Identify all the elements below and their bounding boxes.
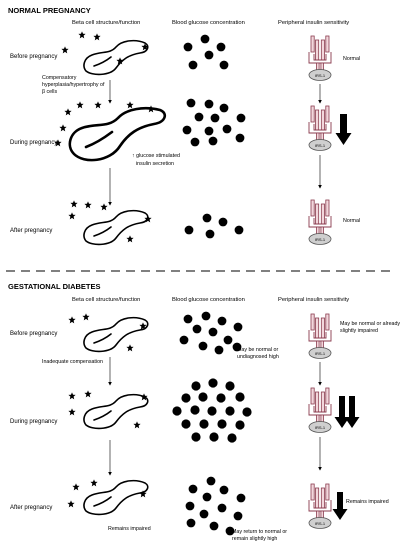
glucose-stimulated-text-2: insulin secretion (136, 161, 174, 167)
section-title-gdm: GESTATIONAL DIABETES (8, 282, 101, 291)
pancreas-during-gdm (68, 390, 149, 430)
row-before-gdm: Before pregnancy (10, 331, 57, 337)
header-glucose-gdm: Blood glucose concentration (172, 297, 245, 303)
section-title-normal: NORMAL PREGNANCY (8, 6, 91, 15)
insulin-receptor-before-gdm: IRS-1 (308, 313, 332, 359)
insulin-receptor-during-normal: IRS-1 (308, 105, 332, 151)
svg-text:IRS-1: IRS-1 (315, 143, 326, 148)
glucose-dots-before-gdm (179, 311, 243, 355)
down-arrow-after-gdm-icon (332, 492, 348, 520)
glucose-dots-after-normal (184, 213, 244, 239)
glucose-note-before-gdm-2: undiagnosed high (237, 354, 279, 360)
row-after-gdm: After pregnancy (10, 505, 52, 511)
insulin-receptor-after-normal: IRS-1 (308, 199, 332, 245)
double-down-arrow-icon (334, 396, 360, 428)
insulin-receptor-during-gdm: IRS-1 (308, 387, 332, 433)
glucose-stimulated-text-1: ↑ glucose stimulated (132, 153, 180, 159)
header-glucose-normal: Blood glucose concentration (172, 20, 245, 26)
compensatory-text-1: Compensatory (42, 75, 77, 81)
remains-impaired-beta: Remains impaired (108, 526, 151, 532)
glucose-dots-after-gdm (185, 476, 246, 536)
sensitivity-after-gdm: Remains impaired (346, 499, 389, 505)
pancreas-after-gdm (67, 479, 149, 516)
pancreas-during-normal (54, 101, 167, 162)
pancreas-after-normal (68, 200, 152, 246)
pancreas-before-gdm (68, 313, 149, 353)
glucose-dots-before-normal (183, 34, 229, 70)
svg-text:IRS-1: IRS-1 (315, 237, 326, 242)
sensitivity-before-gdm-1: May be normal or already (340, 321, 400, 327)
insulin-receptor-before-normal: IRS-1 (308, 35, 332, 81)
glucose-note-after-gdm-2: remain slightly high (232, 536, 277, 542)
svg-text:IRS-1: IRS-1 (315, 73, 326, 78)
compensatory-text-3: β cells (42, 89, 57, 95)
header-beta-gdm: Beta cell structure/function (72, 297, 140, 303)
svg-text:IRS-1: IRS-1 (315, 425, 326, 430)
glucose-dots-during-normal (182, 98, 246, 147)
inadequate-compensation-text: Inadequate compensation (42, 359, 103, 365)
sensitivity-before-normal: Normal (343, 56, 360, 62)
svg-text:IRS-1: IRS-1 (315, 521, 326, 526)
glucose-note-after-gdm-1: May return to normal or (232, 529, 287, 535)
header-insulin-gdm: Peripheral insulin sensitivity (278, 297, 349, 303)
row-after-normal: After pregnancy (10, 228, 52, 234)
row-before-normal: Before pregnancy (10, 54, 57, 60)
insulin-receptor-after-gdm: IRS-1 (308, 483, 332, 529)
row-during-normal: During pregnancy (10, 140, 57, 146)
svg-text:IRS-1: IRS-1 (315, 351, 326, 356)
pancreas-before-normal (61, 31, 149, 76)
sensitivity-after-normal: Normal (343, 218, 360, 224)
glucose-dots-during-gdm (172, 378, 252, 443)
sensitivity-before-gdm-2: slightly impaired (340, 328, 378, 334)
compensatory-text-2: hyperplasia/hypertrophy of (42, 82, 105, 88)
down-arrow-icon (335, 114, 352, 145)
row-during-gdm: During pregnancy (10, 419, 57, 425)
glucose-note-before-gdm-1: May be normal or (237, 347, 278, 353)
header-insulin-normal: Peripheral insulin sensitivity (278, 20, 349, 26)
header-beta-normal: Beta cell structure/function (72, 20, 140, 26)
